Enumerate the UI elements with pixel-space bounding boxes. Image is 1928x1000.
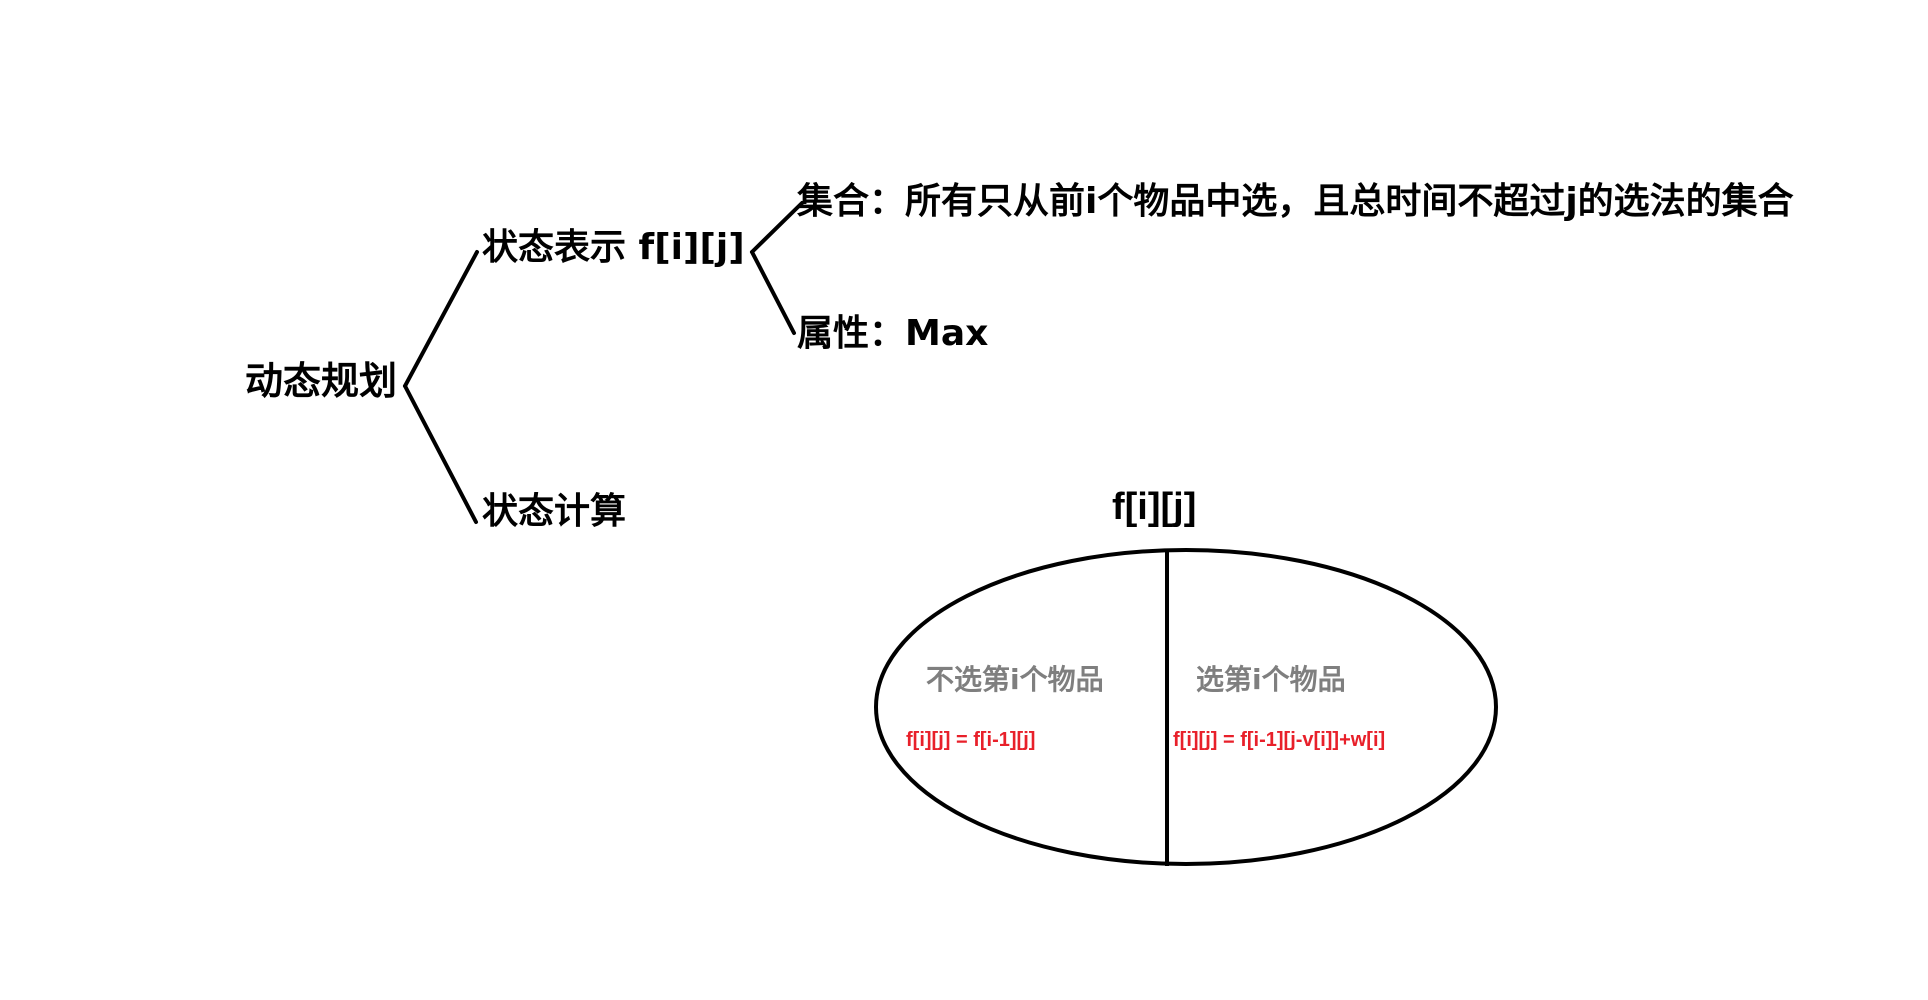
branch-state-representation: 状态表示 f[i][j] [482, 227, 745, 268]
root-label: 动态规划 [245, 359, 398, 403]
right-region-formula: f[i][j] = f[i-1][j-v[i]]+w[i] [1173, 729, 1386, 751]
connector-root-to-repr [403, 250, 479, 388]
connector-repr-to-attr [750, 250, 796, 335]
branch-state-computation: 状态计算 [482, 491, 627, 532]
leaf-set-definition: 集合：所有只从前i个物品中选，且总时间不超过j的选法的集合 [797, 181, 1794, 222]
left-region-formula: f[i][j] = f[i-1][j] [906, 729, 1036, 751]
connector-root-to-calc [403, 384, 478, 524]
leaf-attribute: 属性：Max [797, 313, 989, 354]
left-region-label: 不选第i个物品 [926, 663, 1104, 696]
ellipse-title: f[i][j] [1112, 486, 1197, 528]
right-region-label: 选第i个物品 [1196, 663, 1346, 696]
connector-repr-to-set [750, 201, 804, 254]
state-set-ellipse [874, 548, 1498, 866]
